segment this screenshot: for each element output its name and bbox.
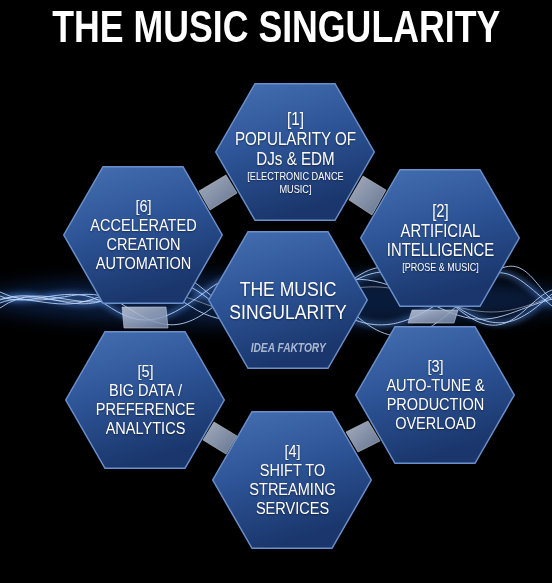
center-hexagon: THE MUSIC SINGULARITY — [208, 231, 368, 369]
factor-title: SHIFT TO STREAMING SERVICES — [230, 461, 353, 518]
factor-hexagon: [1]POPULARITY OF DJs & EDM[ELECTRONIC DA… — [215, 83, 375, 221]
hexagon-content: [1]POPULARITY OF DJs & EDM[ELECTRONIC DA… — [215, 83, 375, 221]
hexagon-content: [3]AUTO-TUNE & PRODUCTION OVERLOAD — [355, 326, 515, 464]
callout-number: [1] — [287, 109, 304, 129]
callout-number: [6] — [135, 197, 151, 216]
hexagon-content: THE MUSIC SINGULARITY — [208, 231, 368, 369]
text-column: [6]ACCELERATED CREATION AUTOMATION — [81, 197, 204, 274]
text-column: [2]ARTIFICIAL INTELLIGENCE[PROSE & MUSIC… — [378, 202, 501, 274]
text-column: [1]POPULARITY OF DJs & EDM[ELECTRONIC DA… — [233, 109, 356, 194]
factor-title: AUTO-TUNE & PRODUCTION OVERLOAD — [373, 376, 496, 433]
hexagon-content: [4]SHIFT TO STREAMING SERVICES — [212, 411, 372, 549]
connector-tile — [122, 307, 168, 328]
callout-number: [2] — [432, 202, 449, 222]
factor-hexagon: [4]SHIFT TO STREAMING SERVICES — [212, 411, 372, 549]
center-title: THE MUSIC SINGULARITY — [219, 277, 357, 323]
hexagon-shape — [356, 327, 515, 464]
hexagon-shape — [64, 167, 223, 304]
callout-number: [4] — [284, 442, 300, 461]
hexagon-content: [6]ACCELERATED CREATION AUTOMATION — [63, 166, 223, 304]
hexagon-shape — [361, 170, 520, 307]
text-column: [4]SHIFT TO STREAMING SERVICES — [230, 442, 353, 519]
callout-number: [3] — [427, 357, 443, 376]
text-column: THE MUSIC SINGULARITY — [219, 277, 357, 323]
hexagon-content: [5]BIG DATA / PREFERENCE ANALYTICS — [65, 331, 225, 469]
title-text: THE MUSIC SINGULARITY — [52, 0, 500, 54]
factor-title: ACCELERATED CREATION AUTOMATION — [81, 216, 204, 273]
factor-hexagon: [2]ARTIFICIAL INTELLIGENCE[PROSE & MUSIC… — [360, 169, 520, 307]
factor-title: ARTIFICIAL INTELLIGENCE — [378, 222, 501, 261]
hexagon-shape — [216, 84, 375, 221]
callout-number: [5] — [137, 362, 153, 381]
factor-hexagon: [5]BIG DATA / PREFERENCE ANALYTICS — [65, 331, 225, 469]
hexagon-shape — [209, 232, 368, 369]
hexagon-shape — [66, 332, 225, 469]
factor-subtitle: [ELECTRONIC DANCE MUSIC] — [246, 170, 344, 194]
hexagon-content: [2]ARTIFICIAL INTELLIGENCE[PROSE & MUSIC… — [360, 169, 520, 307]
text-column: [3]AUTO-TUNE & PRODUCTION OVERLOAD — [373, 357, 496, 434]
connector-tile — [408, 310, 458, 323]
factor-title: POPULARITY OF DJs & EDM — [233, 129, 356, 169]
factor-title: BIG DATA / PREFERENCE ANALYTICS — [83, 381, 206, 438]
factor-subtitle: [PROSE & MUSIC] — [402, 262, 478, 274]
factor-hexagon: [6]ACCELERATED CREATION AUTOMATION — [63, 166, 223, 304]
hexagon-shape — [213, 412, 372, 549]
text-column: [5]BIG DATA / PREFERENCE ANALYTICS — [83, 362, 206, 439]
title-bar: THE MUSIC SINGULARITY — [0, 0, 552, 54]
factor-hexagon: [3]AUTO-TUNE & PRODUCTION OVERLOAD — [355, 326, 515, 464]
